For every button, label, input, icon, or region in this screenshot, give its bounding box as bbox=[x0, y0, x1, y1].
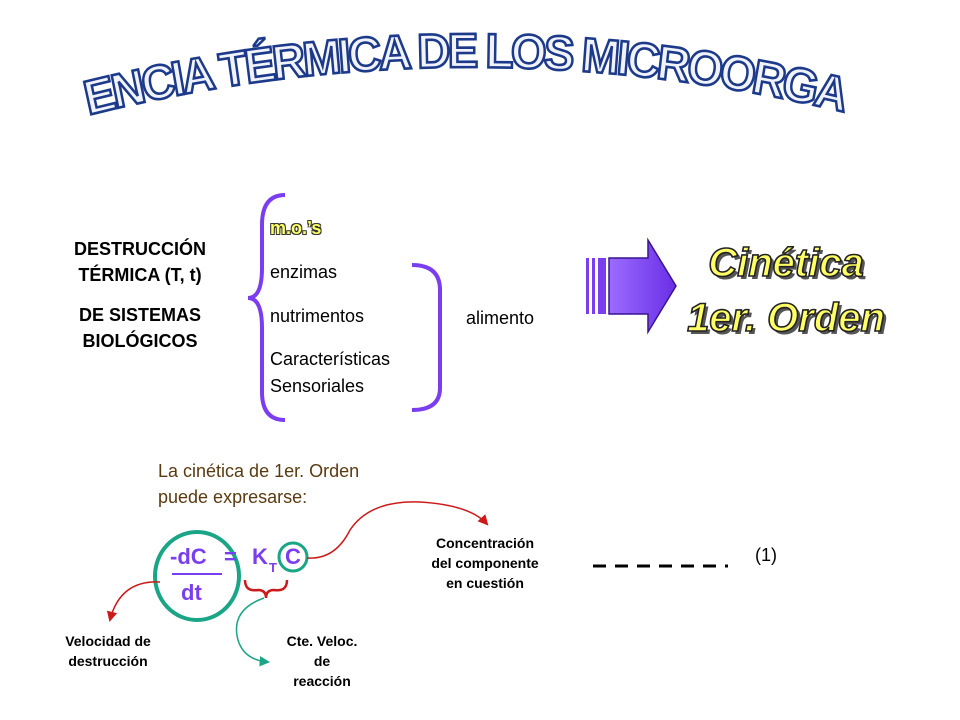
equation-number: (1) bbox=[755, 545, 777, 565]
left-line4: BIOLÓGICOS bbox=[82, 331, 198, 351]
intro-line2: puede expresarse: bbox=[158, 487, 308, 507]
list-left-bracket bbox=[247, 193, 286, 422]
page-title: RESISTENCIA TÉRMICA DE LOS MICROORGANISM… bbox=[0, 0, 853, 125]
list-item-nutrimentos: nutrimentos bbox=[270, 306, 365, 326]
eq-sub-t: T bbox=[269, 560, 277, 575]
block-arrow-icon bbox=[586, 237, 677, 335]
left-line1: DESTRUCCIÓN bbox=[73, 239, 206, 259]
eq-dc: dC bbox=[177, 544, 207, 569]
c-circle bbox=[277, 541, 309, 573]
kinetics-wordart: Cinética Cinética 1er. Orden 1er. Orden bbox=[686, 240, 888, 343]
arrow-to-velocidad bbox=[106, 581, 161, 623]
equation-circle bbox=[153, 530, 241, 622]
eq-neg: - bbox=[170, 544, 178, 569]
list-item-sensoriales: Sensoriales bbox=[270, 376, 365, 396]
kinetics-line1: Cinética bbox=[708, 241, 864, 285]
label-concentracion: Concentración del componente en cuestión bbox=[431, 535, 539, 591]
svg-text:1er. Orden: 1er. Orden bbox=[690, 299, 888, 343]
kt-brace-icon bbox=[243, 579, 289, 599]
list-item-caracteristicas: Características bbox=[270, 349, 391, 369]
left-line2: TÉRMICA (T, t) bbox=[78, 265, 202, 285]
arrow-to-cte bbox=[235, 597, 271, 667]
eq-c: C bbox=[285, 544, 301, 569]
list-item-enzimas: enzimas bbox=[270, 262, 338, 282]
eq-equals: = bbox=[224, 544, 237, 569]
arrow-to-concentracion bbox=[306, 501, 489, 559]
eq-k: K bbox=[252, 544, 268, 569]
list-item-mos: m.o.’s bbox=[270, 218, 322, 238]
kinetics-line2: 1er. Orden bbox=[687, 296, 885, 340]
alimento-label: alimento bbox=[466, 308, 535, 328]
list-right-bracket bbox=[411, 263, 442, 412]
eq-dt: dt bbox=[181, 580, 202, 605]
label-cte: Cte. Veloc. de reacción bbox=[286, 633, 358, 689]
equation-numerator: -dC bbox=[170, 544, 207, 570]
svg-text:Cinética: Cinética bbox=[711, 244, 867, 288]
left-block: DESTRUCCIÓN TÉRMICA (T, t) DE SISTEMAS B… bbox=[40, 236, 240, 354]
label-velocidad: Velocidad de destrucción bbox=[65, 633, 151, 669]
intro-line1: La cinética de 1er. Orden bbox=[158, 461, 360, 481]
left-line3: DE SISTEMAS bbox=[78, 305, 202, 325]
intro-text: La cinética de 1er. Orden puede expresar… bbox=[158, 458, 359, 510]
